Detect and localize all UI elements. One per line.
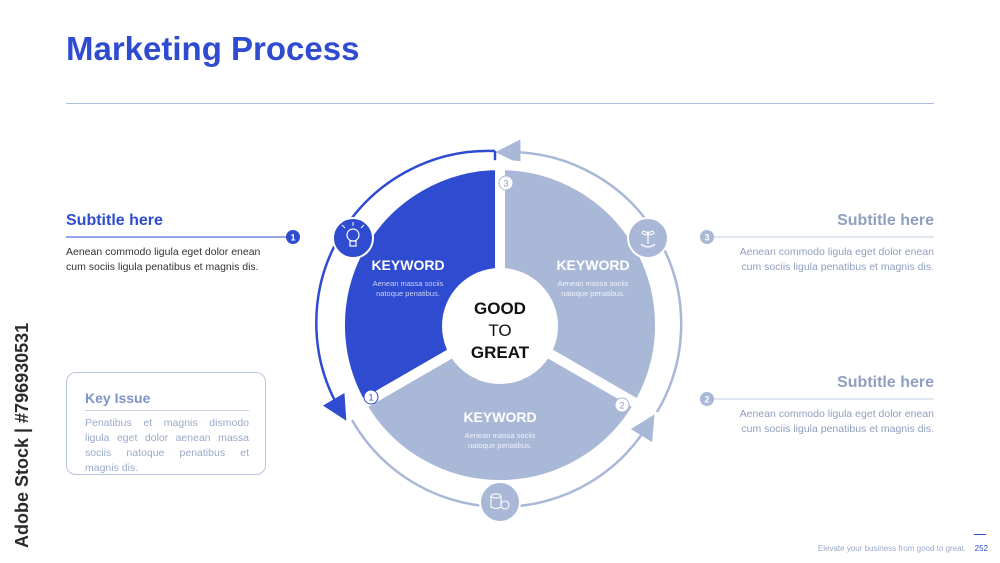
svg-text:2: 2 (704, 395, 709, 405)
segment-number-2: 2 (614, 397, 630, 413)
hands-plant-icon (627, 217, 669, 259)
key-issue-text: Penatibus et magnis dismodo ligula eget … (85, 417, 249, 474)
side-number-3: 3 (700, 230, 714, 244)
subtitle-3-text-line1: Aenean commodo ligula eget dolor enean (739, 246, 934, 258)
segment-2-desc-line1: Aenean massa sociis (465, 431, 536, 440)
segment-3-desc-line2: natoque penatibus. (561, 289, 625, 298)
svg-text:1: 1 (290, 233, 295, 243)
segment-3-keyword: KEYWORD (556, 257, 629, 273)
key-issue-title: Key Issue (85, 390, 151, 406)
center-line2: TO (488, 321, 511, 340)
subtitle-2-text-line1: Aenean commodo ligula eget dolor enean (739, 408, 934, 420)
center-line1: GOOD (474, 299, 526, 318)
segment-1-desc-line2: natoque penatibus. (376, 289, 440, 298)
key-issue-divider (85, 410, 249, 411)
title-divider (66, 103, 934, 104)
page-number: 252 (974, 544, 988, 553)
footer-tagline: Elevate your business from good to great… (817, 544, 966, 553)
segment-3-desc-line1: Aenean massa sociis (558, 279, 629, 288)
svg-text:3: 3 (704, 233, 709, 243)
stock-watermark: Adobe Stock | #796930531 (12, 322, 32, 548)
subtitle-2: Subtitle here (837, 374, 934, 391)
subtitle-1-text-line1: Aenean commodo ligula eget dolor enean (66, 246, 261, 258)
svg-text:1: 1 (368, 393, 373, 403)
segment-number-3: 3 (498, 175, 514, 191)
center-line3: GREAT (471, 343, 530, 362)
subtitle-1-text: Aenean commodo ligula eget dolor enean c… (66, 245, 276, 275)
side-number-1: 1 (286, 230, 300, 244)
subtitle-2-text: Aenean commodo ligula eget dolor enean c… (724, 407, 934, 437)
subtitle-1: Subtitle here (66, 212, 163, 229)
segment-2-desc-line2: natoque penatibus. (468, 441, 532, 450)
side-number-2: 2 (700, 392, 714, 406)
footer-divider (974, 534, 986, 535)
segment-1-keyword: KEYWORD (371, 257, 444, 273)
lightbulb-gear-icon (332, 217, 374, 259)
subtitle-3: Subtitle here (837, 212, 934, 229)
coin-stack-icon (479, 481, 521, 523)
subtitle-3-text-line2: cum sociis ligula penatibus et magnis di… (741, 261, 934, 273)
center-circle (442, 268, 558, 384)
svg-text:3: 3 (503, 179, 508, 189)
subtitle-3-text: Aenean commodo ligula eget dolor enean c… (724, 245, 934, 275)
segment-1-desc-line1: Aenean massa sociis (373, 279, 444, 288)
subtitle-1-text-line2: cum sociis ligula penatibus et magnis di… (66, 261, 259, 273)
subtitle-2-text-line2: cum sociis ligula penatibus et magnis di… (741, 423, 934, 435)
svg-text:2: 2 (619, 401, 624, 411)
key-issue-box: Key Issue Penatibus et magnis dismodo li… (66, 372, 266, 475)
segment-number-1: 1 (363, 389, 379, 405)
page-title: Marketing Process (66, 30, 360, 67)
segment-2-keyword: KEYWORD (463, 409, 536, 425)
